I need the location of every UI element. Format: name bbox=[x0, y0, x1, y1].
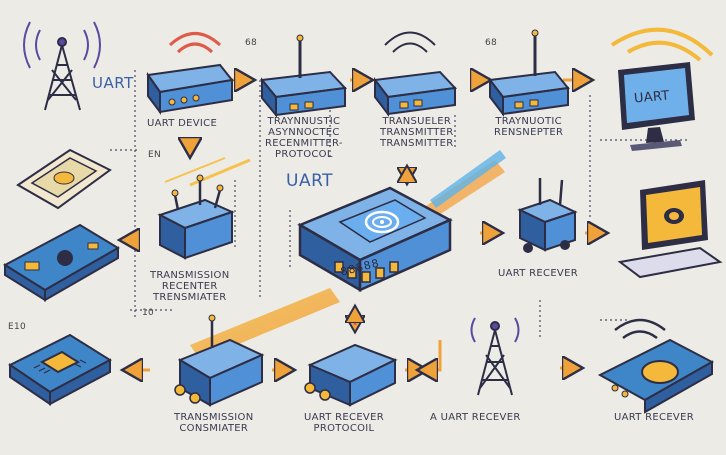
number-label-top-2: 68 bbox=[485, 38, 498, 48]
transmission-receiver-label: TRANSMISSION RECENTER TRENSMIATER bbox=[150, 270, 230, 303]
small-label-10: 10 bbox=[142, 308, 155, 318]
transmission-consmiater-icon bbox=[174, 314, 265, 407]
pcb-board-left-icon bbox=[3, 223, 120, 302]
uart-monitor-icon bbox=[610, 27, 714, 151]
uart-receiver-bottom-right-label: UART RECEVER bbox=[614, 412, 694, 423]
receiver-antenna-tower-icon bbox=[470, 317, 520, 396]
uart-receiver-device-icon bbox=[517, 178, 578, 253]
router-device-3-icon bbox=[488, 29, 570, 117]
wifi-signal-icon bbox=[168, 32, 222, 54]
uart-center-label: UART bbox=[286, 171, 334, 191]
signal-arrows bbox=[355, 168, 407, 330]
central-uart-router-icon bbox=[297, 186, 453, 293]
small-label-en: EN bbox=[148, 150, 162, 160]
connection-lines bbox=[110, 70, 690, 340]
router-device-2-icon bbox=[373, 70, 458, 117]
uart-label-top-left: UART bbox=[92, 74, 134, 92]
uart-receiver-board-icon bbox=[597, 338, 715, 414]
uart-device-label: UART DEVICE bbox=[147, 118, 218, 129]
antenna-tower-icon bbox=[23, 21, 101, 111]
flow-arrows bbox=[122, 80, 605, 370]
monitor-screen-label: UART bbox=[633, 88, 671, 107]
asynchronous-protocol-label: TRAYNNUSTIC ASYNNOCTEC RECENMITTER- PROT… bbox=[265, 116, 343, 160]
uart-device-icon bbox=[146, 63, 234, 115]
uart-receiver-protocol-label: UART RECEVER PROTOCOIL bbox=[304, 412, 384, 434]
microcontroller-chip-icon bbox=[8, 333, 112, 406]
transmitter-label-top: TRANSUELER TRANSMITTER TRANSMITTER bbox=[380, 116, 454, 149]
transmission-receiver-icon bbox=[157, 174, 235, 260]
number-label-left: E10 bbox=[8, 322, 27, 332]
tablet-device-icon bbox=[16, 148, 112, 210]
transmitter-label-top-right: TRAYNUOTIC RENSNEPTER bbox=[494, 116, 564, 138]
a-uart-receiver-label: A UART RECEVER bbox=[430, 412, 521, 423]
transmission-bottom-label: TRANSMISSION CONSMIATER bbox=[174, 412, 254, 434]
uart-receiver-label-right: UART RECEVER bbox=[498, 268, 578, 279]
router-device-1-icon bbox=[260, 34, 348, 118]
number-label-top-1: 68 bbox=[245, 38, 258, 48]
wifi-signal-2-icon bbox=[384, 31, 436, 53]
uart-receiver-protocol-icon bbox=[304, 343, 398, 407]
wifi-signal-3-icon bbox=[614, 318, 666, 340]
laptop-icon bbox=[617, 180, 723, 279]
